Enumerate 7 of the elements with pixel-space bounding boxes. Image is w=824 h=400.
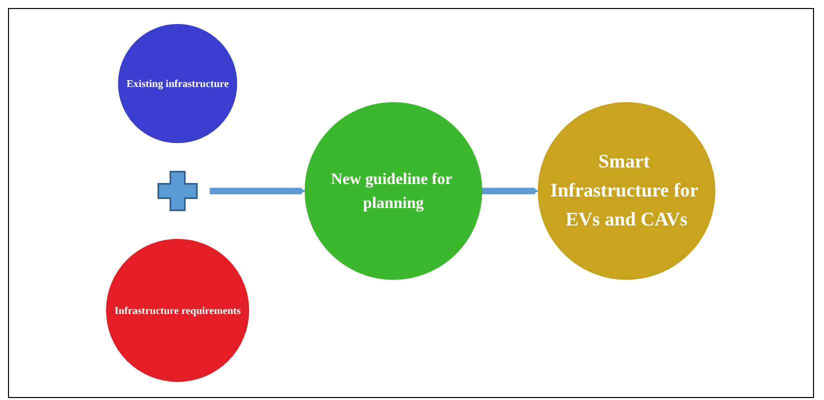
circle-node: Smart Infrastructure for EVs and CAVs xyxy=(538,102,716,280)
plus-shape xyxy=(158,170,198,212)
circle-node: New guideline for planning xyxy=(304,102,483,280)
arrow xyxy=(210,187,306,195)
circle-node: Infrastructure requirements xyxy=(106,238,250,382)
circle-node: Existing infrastructure xyxy=(118,24,238,144)
arrow xyxy=(482,187,539,195)
